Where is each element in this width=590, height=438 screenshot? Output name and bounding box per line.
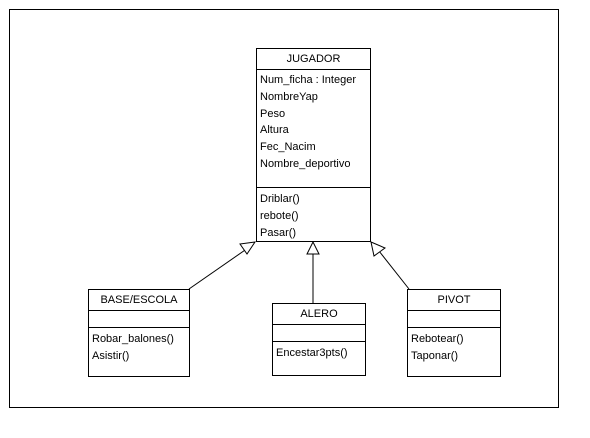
attribute: Nombre_deportivo — [260, 157, 351, 170]
class-jugador-name: JUGADOR — [257, 49, 370, 70]
class-alero[interactable]: ALERO Encestar3pts() — [272, 303, 366, 376]
operation: Rebotear() — [411, 333, 464, 345]
class-alero-name: ALERO — [273, 304, 365, 325]
generalization-line-base — [188, 247, 249, 290]
operation: Pasar() — [260, 226, 297, 239]
attribute: NombreYap — [260, 90, 318, 103]
generalization-arrowhead-base — [239, 241, 257, 255]
attribute: Peso — [260, 107, 286, 120]
attribute: Num_ficha : Integer — [260, 74, 356, 86]
class-jugador[interactable]: JUGADOR Num_ficha : Integer NombreYap Pe… — [256, 48, 371, 242]
class-jugador-attributes: Num_ficha : Integer NombreYap Peso Altur… — [257, 70, 370, 188]
operation: Taponar() — [411, 349, 459, 362]
operation: Driblar() — [260, 193, 300, 205]
class-pivot-name: PIVOT — [408, 290, 500, 311]
attribute: Fec_Nacim — [260, 141, 316, 154]
class-pivot[interactable]: PIVOT Rebotear() Taponar() — [407, 289, 501, 377]
operation: Asistir() — [92, 349, 130, 362]
class-base-escola-attributes — [89, 311, 189, 328]
generalization-line-pivot — [378, 250, 410, 290]
operation: Robar_balones() — [92, 333, 174, 345]
class-jugador-operations: Driblar() rebote() Pasar() — [257, 188, 370, 243]
generalization-arrowhead-alero — [306, 240, 320, 255]
operation: rebote() — [260, 209, 299, 222]
class-base-escola[interactable]: BASE/ESCOLA Robar_balones() Asistir() — [88, 289, 190, 377]
class-alero-operations: Encestar3pts() — [273, 342, 365, 364]
generalization-arrowhead-pivot — [370, 241, 387, 257]
operation: Encestar3pts() — [276, 347, 348, 359]
class-pivot-attributes — [408, 311, 500, 328]
class-alero-attributes — [273, 325, 365, 342]
class-base-escola-name: BASE/ESCOLA — [89, 290, 189, 311]
attribute: Altura — [260, 124, 289, 137]
class-base-escola-operations: Robar_balones() Asistir() — [89, 328, 189, 367]
class-pivot-operations: Rebotear() Taponar() — [408, 328, 500, 367]
